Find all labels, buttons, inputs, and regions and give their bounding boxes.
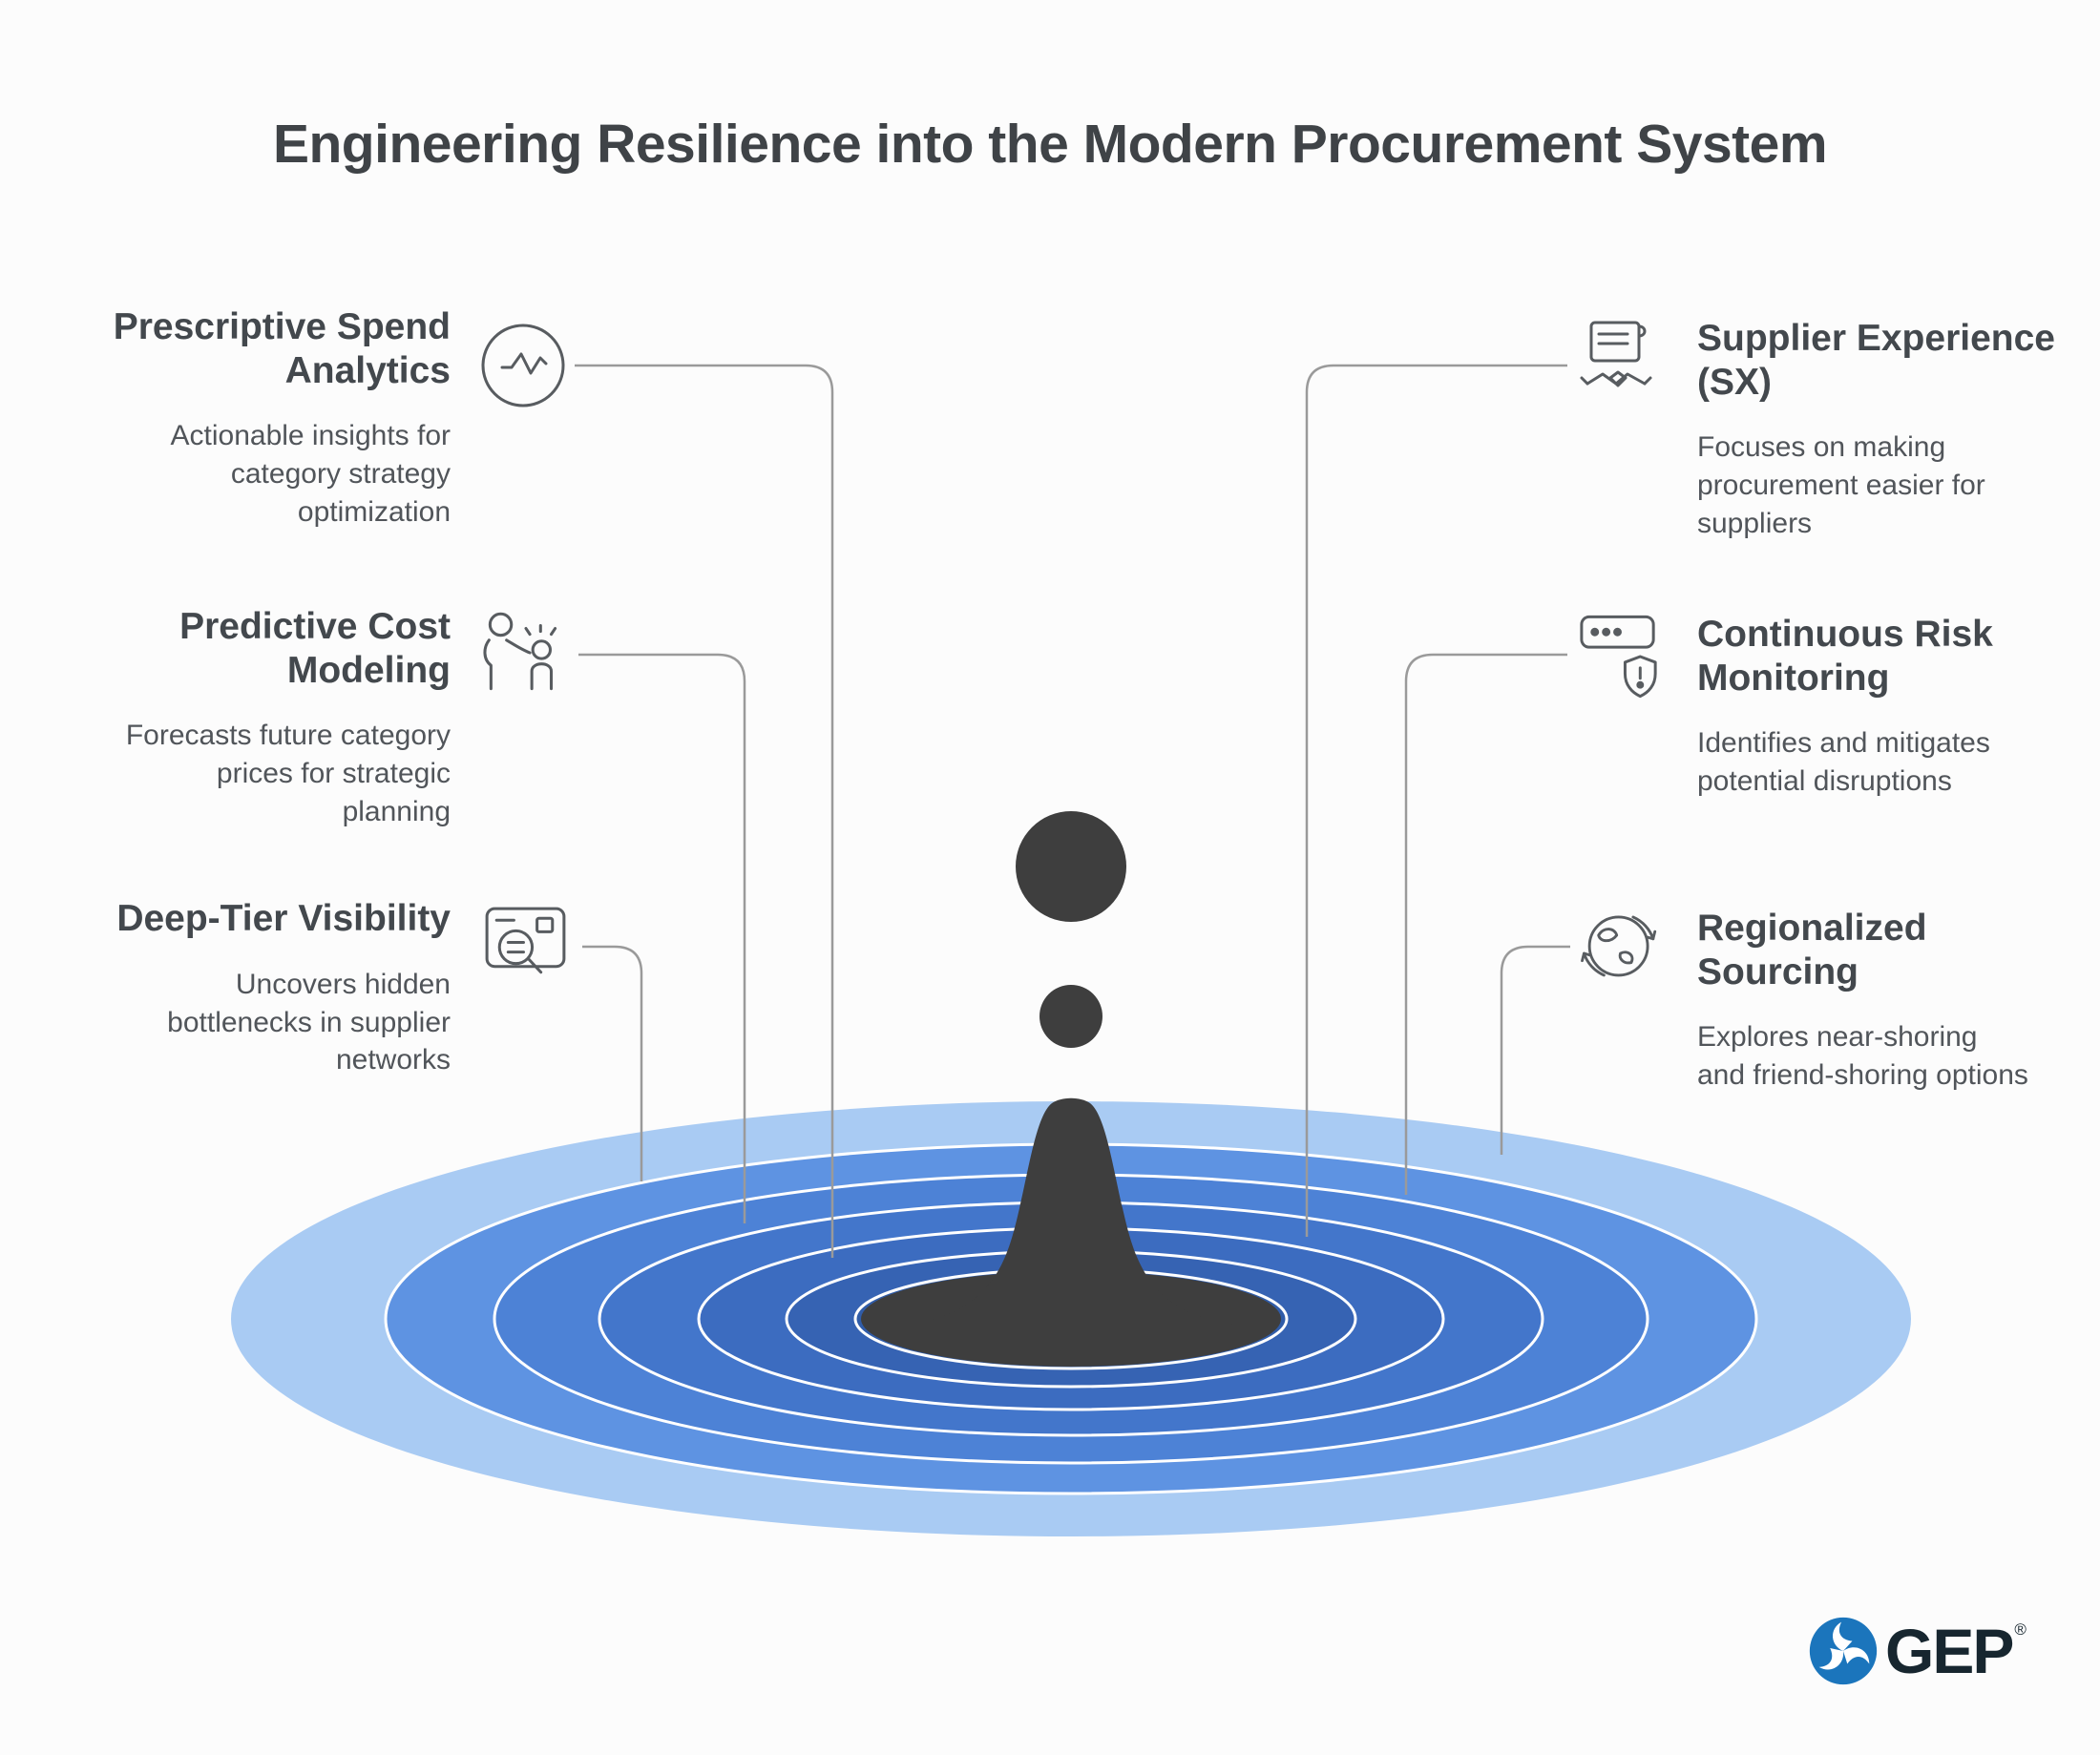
- contract-handshake-icon: [1567, 315, 1674, 410]
- line-chart-circle-icon: [477, 320, 569, 411]
- feature-heading: Prescriptive Spend Analytics: [113, 306, 451, 391]
- registered-trademark-symbol: ®: [2014, 1620, 2026, 1639]
- feature-heading: Deep-Tier Visibility: [116, 898, 451, 939]
- water-splash: [861, 811, 1281, 1367]
- page-title: Engineering Resilience into the Modern P…: [272, 114, 1828, 175]
- feature-supplier-experience: Supplier Experience (SX) Focuses on maki…: [1697, 317, 2060, 543]
- feature-description: Identifies and mitigates potential disru…: [1697, 727, 1990, 798]
- feature-description: Forecasts future category prices for str…: [125, 720, 451, 828]
- globe-arrows-icon: [1573, 897, 1669, 992]
- feature-heading: Supplier Experience (SX): [1697, 318, 2055, 403]
- monitor-shield-alert-icon: [1570, 603, 1670, 708]
- gep-logo: GEP ®: [1807, 1613, 2026, 1689]
- feature-description: Explores near-shoring and friend-shoring…: [1697, 1021, 2028, 1092]
- gep-logo-text: GEP ®: [1885, 1616, 2026, 1686]
- feature-heading: Regionalized Sourcing: [1697, 908, 1927, 992]
- splash-column: [907, 1097, 1235, 1325]
- connector-line-supplier-experience: [1305, 364, 1567, 1237]
- connector-line-deep-tier: [582, 945, 643, 1181]
- feature-regionalized-sourcing: Regionalized Sourcing Explores near-shor…: [1697, 907, 2060, 1095]
- connector-line-prescriptive: [575, 364, 834, 1258]
- connector-line-predictive: [578, 653, 746, 1223]
- feature-description: Uncovers hidden bottlenecks in supplier …: [167, 968, 451, 1076]
- connector-line-regionalized: [1500, 945, 1570, 1155]
- connector-line-risk-monitoring: [1404, 653, 1567, 1195]
- feature-description: Actionable insights for category strateg…: [170, 420, 452, 529]
- feature-continuous-risk-monitoring: Continuous Risk Monitoring Identifies an…: [1697, 613, 2060, 801]
- gep-wordmark: GEP: [1885, 1616, 2014, 1686]
- gep-swirl-icon: [1809, 1617, 1878, 1685]
- analyst-forecast-icon: [472, 599, 578, 706]
- feature-description: Focuses on making procurement easier for…: [1697, 431, 1985, 540]
- feature-heading: Predictive Cost Modeling: [179, 606, 451, 691]
- connector-lines: [575, 364, 1570, 1258]
- feature-prescriptive-spend-analytics: Prescriptive Spend Analytics Actionable …: [107, 305, 451, 532]
- feature-heading: Continuous Risk Monitoring: [1697, 614, 1993, 699]
- feature-predictive-cost-modeling: Predictive Cost Modeling Forecasts futur…: [107, 605, 451, 831]
- water-drop-small: [1040, 985, 1102, 1048]
- browser-magnifier-icon: [475, 893, 577, 994]
- water-drop-large: [1016, 811, 1126, 922]
- feature-deep-tier-visibility: Deep-Tier Visibility Uncovers hidden bot…: [107, 897, 451, 1079]
